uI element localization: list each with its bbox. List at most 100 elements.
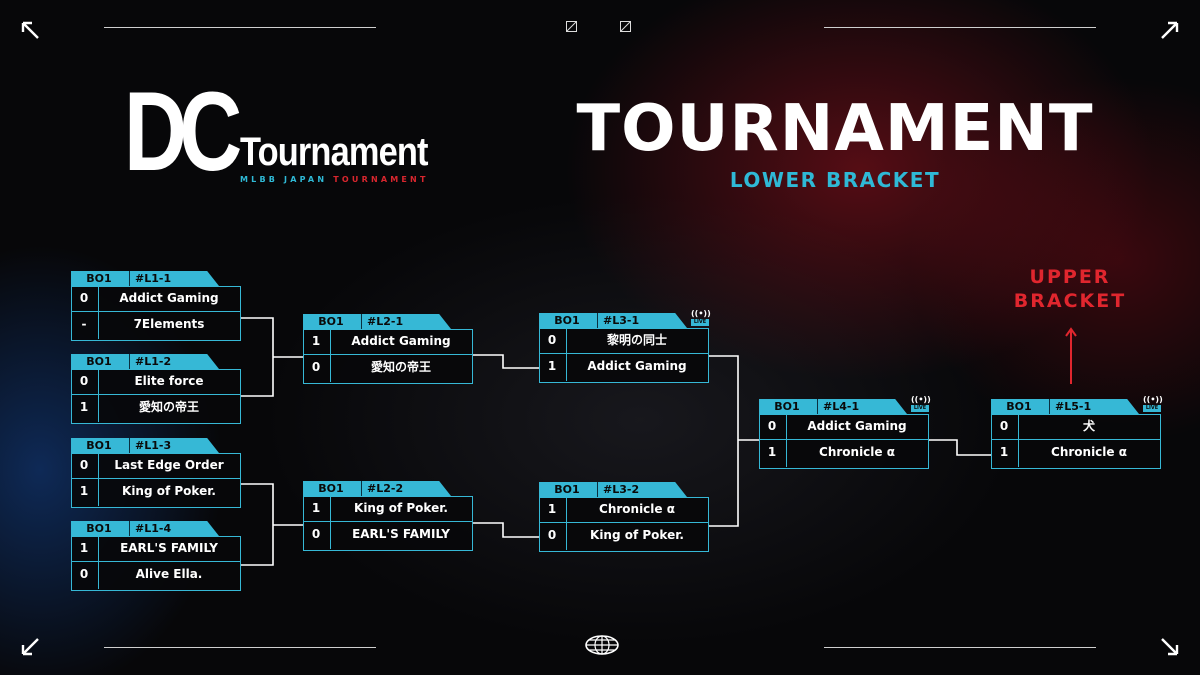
match-format: BO1 [86,355,112,368]
match-header [71,438,219,453]
logo-dc: DC [124,69,242,194]
live-tag: LIVE [911,405,929,412]
team-score: 0 [79,458,89,472]
live-broadcast-icon: ((•))LIVE [1143,395,1163,412]
team-row: 1 Chronicle α [759,440,927,465]
row-separator [303,521,473,522]
team-row: 0 Addict Gaming [759,414,927,439]
team-name: 7Elements [133,317,205,331]
team-row: 0 Last Edge Order [71,453,239,478]
match-body [539,497,709,552]
logo-sub-a: MLBB JAPAN [240,175,328,184]
match-header [539,313,687,328]
team-name: Elite force [134,374,204,388]
team-score: 0 [79,291,89,305]
match-format: BO1 [554,314,580,327]
team-row: 0 Elite force [71,369,239,394]
arrow-up-left-icon [20,20,40,40]
team-name: King of Poker. [122,484,216,498]
match-header [759,399,907,414]
match-format: BO1 [86,272,112,285]
score-divider [330,497,331,549]
slash-square-icon [566,21,577,32]
top-right-line [824,27,1096,28]
match-body [759,414,929,469]
team-row: 1 Chronicle α [539,497,707,522]
team-name: Addict Gaming [807,419,907,433]
arrow-up-icon [1065,327,1077,384]
header-divider [129,438,130,453]
page-subtitle: LOWER BRACKET [729,168,941,192]
top-left-line [104,27,376,28]
upper-bracket-label: UPPER BRACKET [1013,266,1127,312]
match-id: #L1-4 [135,522,172,535]
team-name: Chronicle α [599,502,675,516]
match-format: BO1 [318,482,344,495]
team-row: 1 Addict Gaming [303,329,471,354]
match-header [303,481,451,496]
team-score: 1 [311,501,321,515]
logo-tournament: Tournament [240,130,428,174]
match-format: BO1 [86,439,112,452]
header-divider [1049,399,1050,414]
match-id: #L1-2 [135,355,172,368]
team-name: Last Edge Order [114,458,224,472]
match-id: #L2-1 [367,315,404,328]
team-name: 黎明の同士 [606,333,667,347]
live-broadcast-icon: ((•))LIVE [911,395,931,412]
match-id: #L5-1 [1055,400,1092,413]
arrow-down-right-icon [1160,637,1180,657]
row-separator [539,353,709,354]
team-score: 1 [547,502,557,516]
match-body [303,496,473,551]
header-divider [597,482,598,497]
logo-subtitle: MLBB JAPAN TOURNAMENT [240,175,430,185]
row-separator [71,394,241,395]
match-body [71,286,241,341]
team-name: Addict Gaming [351,334,451,348]
team-score: 1 [311,334,321,348]
team-row: 1 King of Poker. [71,479,239,504]
live-tag: LIVE [1143,405,1161,412]
team-score: 1 [79,484,89,498]
team-name: 愛知の帝王 [370,360,431,374]
team-score: 0 [79,374,89,388]
team-score: 1 [767,445,777,459]
match-body [991,414,1161,469]
team-name: Addict Gaming [587,359,687,373]
row-separator [71,311,241,312]
team-name: EARL'S FAMILY [352,527,450,541]
match-body [71,536,241,591]
row-separator [71,478,241,479]
team-name: EARL'S FAMILY [120,541,218,555]
team-name: King of Poker. [354,501,448,515]
match-id: #L3-2 [603,483,640,496]
team-name: Chronicle α [819,445,895,459]
match-format: BO1 [774,400,800,413]
match-id: #L2-2 [367,482,404,495]
live-tag: LIVE [691,319,709,326]
bottom-left-line [104,647,376,648]
match-body [539,328,709,383]
team-row: -7Elements [71,312,239,337]
score-divider [98,287,99,339]
team-score: 0 [767,419,777,433]
row-separator [71,561,241,562]
team-name: 犬 [1082,419,1095,433]
team-row: 1 King of Poker. [303,496,471,521]
match-body [303,329,473,384]
